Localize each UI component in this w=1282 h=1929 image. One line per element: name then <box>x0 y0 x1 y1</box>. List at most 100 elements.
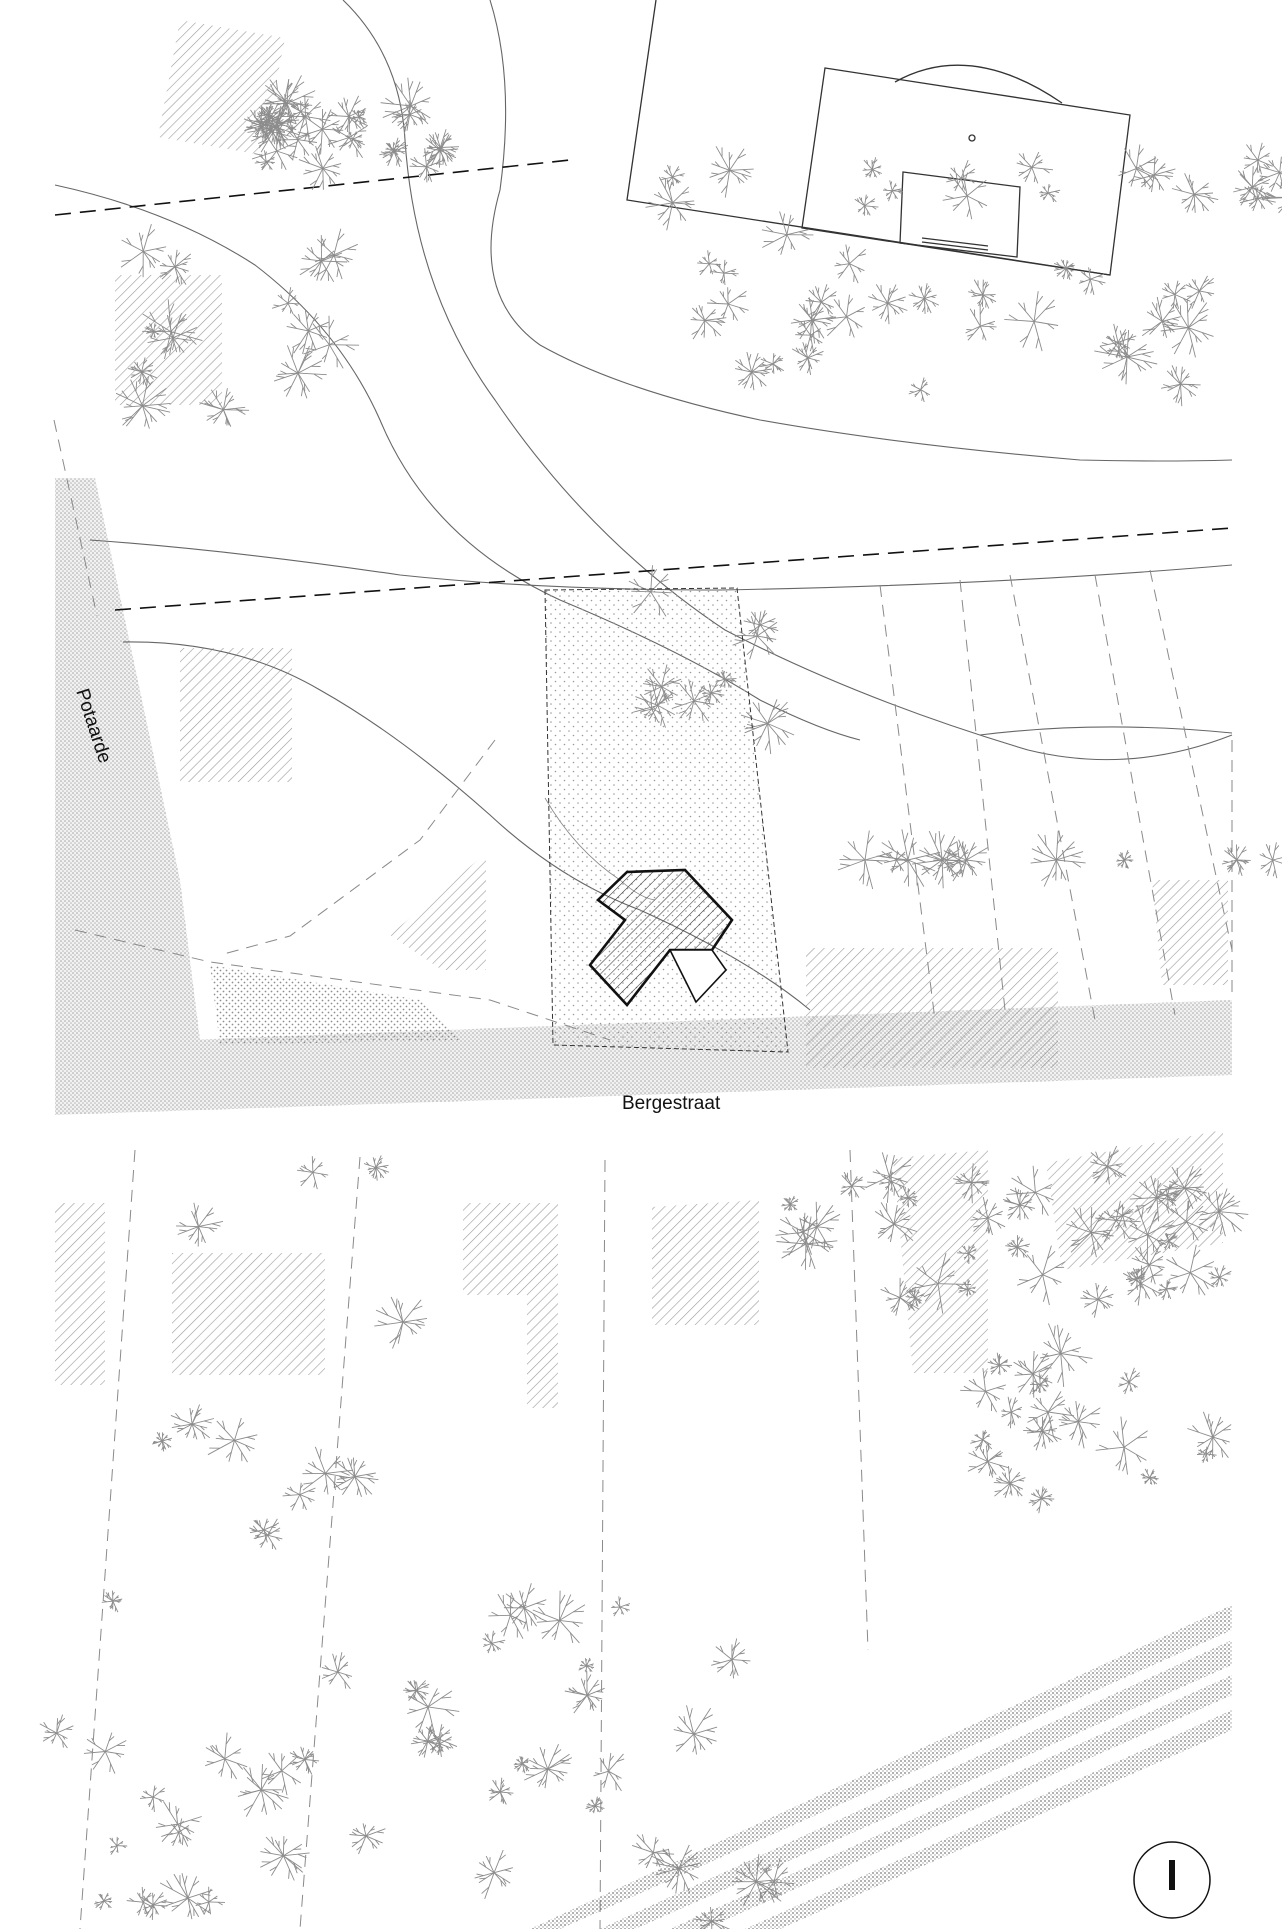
tree <box>1131 156 1176 193</box>
tree <box>1016 151 1054 184</box>
tree <box>275 119 317 160</box>
tree <box>965 304 997 341</box>
tree <box>957 1244 977 1265</box>
tree <box>126 1886 155 1916</box>
project-plot <box>544 587 789 1053</box>
tree <box>578 1657 595 1673</box>
parcel-lines <box>53 419 1233 1929</box>
tree <box>912 830 967 889</box>
tree <box>374 1296 428 1349</box>
tree <box>39 1714 74 1749</box>
tree <box>93 1892 113 1910</box>
tree <box>120 223 167 278</box>
tree <box>1090 1145 1127 1185</box>
tree <box>711 259 739 286</box>
tree <box>673 1705 718 1755</box>
tree <box>942 169 988 220</box>
tree <box>488 1777 514 1805</box>
tree <box>970 1429 993 1452</box>
tree <box>968 279 997 309</box>
tree <box>776 1216 838 1270</box>
tree <box>781 1195 799 1212</box>
power-lines <box>54 159 1233 611</box>
tree <box>314 228 358 281</box>
tree <box>735 351 772 391</box>
tree <box>1066 1207 1114 1258</box>
tree <box>532 1590 586 1644</box>
tree <box>1004 291 1059 352</box>
trees <box>39 75 1282 1929</box>
tree <box>1261 182 1282 214</box>
tree <box>379 137 409 167</box>
tree <box>660 164 685 187</box>
tree <box>912 1253 972 1314</box>
tree <box>299 235 348 283</box>
tree <box>195 1886 226 1915</box>
tree <box>1078 267 1106 296</box>
tree <box>109 1836 128 1855</box>
tree <box>1109 1205 1135 1231</box>
tree <box>261 106 300 143</box>
tree <box>425 134 459 167</box>
tree <box>289 1746 320 1775</box>
tree <box>128 357 157 387</box>
tree <box>380 77 431 135</box>
potaarde-road <box>55 478 225 1050</box>
tree <box>407 1681 460 1738</box>
tree <box>1030 830 1086 887</box>
north-arrow-icon <box>1133 1841 1211 1919</box>
tree <box>290 100 312 120</box>
tree <box>1013 1350 1053 1398</box>
tree <box>392 100 426 131</box>
tree <box>282 1482 316 1511</box>
tree <box>1166 1244 1215 1296</box>
tree <box>1161 365 1201 407</box>
tree <box>1005 1235 1031 1258</box>
tree <box>1233 166 1274 206</box>
tree <box>840 1171 868 1198</box>
tree <box>882 180 903 202</box>
tree <box>1058 1401 1101 1449</box>
tree <box>474 1849 514 1900</box>
project-building <box>588 868 734 1008</box>
dotted-plaza <box>210 965 460 1045</box>
tree <box>295 108 344 155</box>
tree <box>1017 1245 1066 1306</box>
tree <box>207 1417 258 1463</box>
tree <box>513 1755 530 1774</box>
tree <box>960 1368 1006 1413</box>
tree <box>159 1873 213 1920</box>
tree <box>1023 1415 1062 1451</box>
tree <box>805 284 837 322</box>
tree <box>987 1352 1013 1376</box>
tree <box>1099 323 1137 358</box>
tree <box>249 1518 283 1550</box>
tree <box>1001 1396 1023 1429</box>
tree <box>862 157 882 178</box>
tree <box>868 284 908 325</box>
tree <box>690 304 727 340</box>
tree <box>826 294 865 338</box>
tree <box>144 322 162 339</box>
tree <box>83 1732 127 1774</box>
tree <box>585 1796 605 1814</box>
tree <box>409 148 444 183</box>
tree <box>1118 144 1159 188</box>
tree <box>1158 1280 1178 1301</box>
tree <box>795 317 823 354</box>
tree <box>101 1590 123 1613</box>
tree <box>905 1287 925 1309</box>
bergestraat-label: Bergestraat <box>622 1093 721 1114</box>
tree <box>1171 173 1219 213</box>
tree <box>199 388 250 427</box>
tree <box>1080 1282 1114 1318</box>
tree <box>899 1185 918 1208</box>
tree <box>159 249 192 285</box>
tree <box>1128 1204 1174 1265</box>
tree <box>1095 1416 1148 1475</box>
tree <box>707 287 749 321</box>
tree <box>760 353 785 374</box>
tree <box>205 1732 248 1780</box>
tree <box>115 376 171 429</box>
